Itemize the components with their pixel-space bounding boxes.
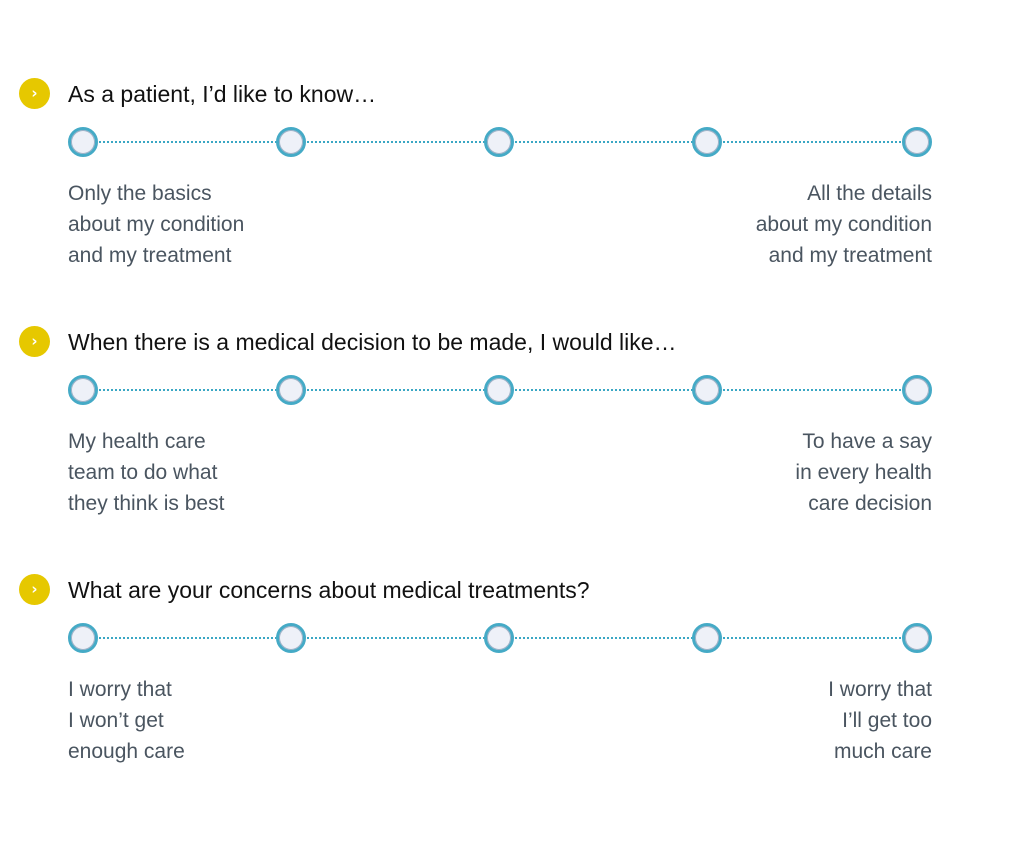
question-2-text: When there is a medical decision to be m…: [68, 329, 677, 355]
question-2-option-1-radio[interactable]: [68, 375, 98, 405]
question-1-option-2-radio[interactable]: [276, 127, 306, 157]
question-2: › When there is a medical decision to be…: [0, 324, 1016, 524]
question-2-option-4-radio[interactable]: [692, 375, 722, 405]
question-1-high-label: All the details about my condition and m…: [755, 182, 932, 267]
question-1-option-5-radio[interactable]: [902, 127, 932, 157]
question-2-option-3-radio[interactable]: [484, 375, 514, 405]
question-2-option-5-radio[interactable]: [902, 375, 932, 405]
question-1-option-4-radio[interactable]: [692, 127, 722, 157]
question-3-option-3-radio[interactable]: [484, 623, 514, 653]
question-3-text: What are your concerns about medical tre…: [68, 577, 590, 603]
question-1-text: As a patient, I’d like to know…: [68, 81, 377, 107]
question-1-option-3-radio[interactable]: [484, 127, 514, 157]
question-2-high-label: To have a say in every health care decis…: [795, 430, 932, 515]
question-1-scale: [68, 126, 932, 158]
question-2-option-2-radio[interactable]: [276, 375, 306, 405]
question-1: › As a patient, I’d like to know… Only t…: [0, 76, 1016, 276]
question-2-low-label: My health care team to do what they thin…: [68, 430, 225, 515]
chevron-right-icon: ›: [19, 326, 50, 357]
question-1-option-1-radio[interactable]: [68, 127, 98, 157]
question-3-high-label: I worry that I’ll get too much care: [828, 678, 932, 763]
question-2-scale: [68, 374, 932, 406]
question-3-low-label: I worry that I won’t get enough care: [68, 678, 185, 763]
question-3: › What are your concerns about medical t…: [0, 572, 1016, 772]
question-3-option-1-radio[interactable]: [68, 623, 98, 653]
question-1-low-label: Only the basics about my condition and m…: [68, 182, 245, 267]
chevron-right-icon: ›: [19, 574, 50, 605]
question-3-option-4-radio[interactable]: [692, 623, 722, 653]
question-3-option-5-radio[interactable]: [902, 623, 932, 653]
chevron-right-icon: ›: [19, 78, 50, 109]
question-3-scale: [68, 622, 932, 654]
question-3-option-2-radio[interactable]: [276, 623, 306, 653]
